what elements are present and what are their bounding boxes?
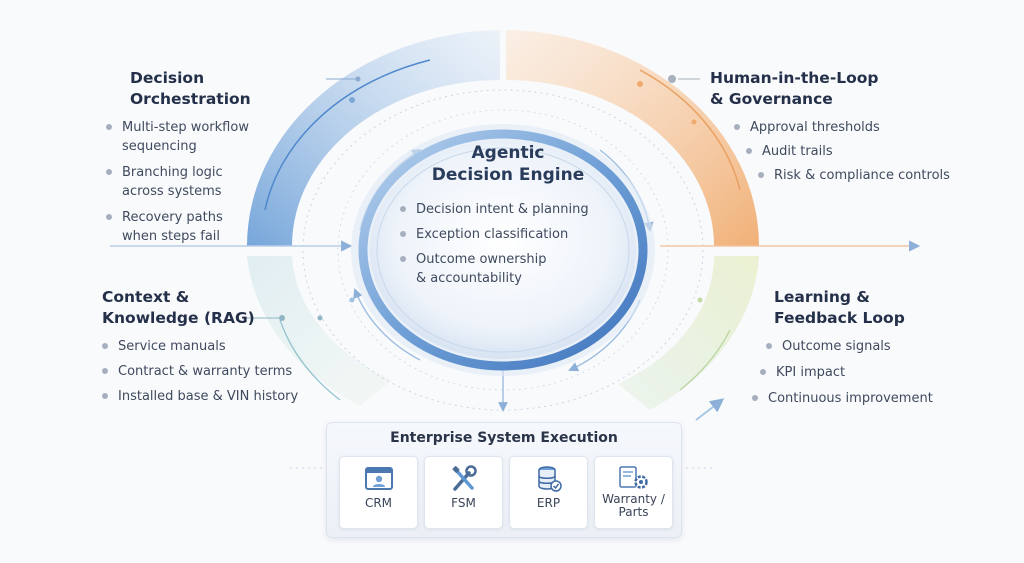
- bullet-dot-icon: [102, 343, 108, 349]
- list-item: Continuous improvement: [752, 389, 982, 408]
- list-item-text: Audit trails: [762, 144, 833, 159]
- list-item: Recovery paths when steps fail: [106, 208, 326, 246]
- list-item-text: Multi-step workflow sequencing: [122, 120, 249, 154]
- list-item-text: Recovery paths when steps fail: [122, 210, 223, 244]
- system-label: Warranty / Parts: [602, 492, 665, 519]
- list-item-text: Risk & compliance controls: [774, 168, 950, 183]
- engine-core: [370, 141, 636, 359]
- list-item: Decision intent & planning: [400, 200, 610, 219]
- list-item-text: Installed base & VIN history: [118, 389, 299, 404]
- bullet-dot-icon: [734, 124, 740, 130]
- decision-engine: Agentic Decision Engine Decision intent …: [400, 142, 610, 294]
- tools-icon: [452, 465, 477, 491]
- parts-gear-icon: [619, 466, 648, 489]
- list-item: Contract & warranty terms: [102, 362, 302, 381]
- list-item-text: Exception classification: [416, 227, 569, 242]
- engine-title: Agentic Decision Engine: [431, 143, 585, 185]
- system-label: ERP: [536, 496, 561, 510]
- list-item-text: Contract & warranty terms: [118, 364, 293, 379]
- bullet-dot-icon: [106, 169, 112, 175]
- bullet-dot-icon: [106, 214, 112, 220]
- panel-learning-feedback: Learning & Feedback Loop Outcome signals…: [752, 287, 982, 415]
- bullet-list: Service manuals Contract & warranty term…: [102, 337, 302, 406]
- system-label: FSM: [451, 496, 476, 510]
- list-item-text: Decision intent & planning: [416, 202, 589, 217]
- system-card-erp: ERP: [509, 456, 588, 529]
- bullet-list: Outcome signals KPI impact Continuous im…: [752, 337, 982, 408]
- bullet-dot-icon: [746, 148, 752, 154]
- list-item: Service manuals: [102, 337, 302, 356]
- bullet-dot-icon: [106, 124, 112, 130]
- panel-human-in-the-loop: Human-in-the-Loop & Governance Approval …: [710, 68, 970, 190]
- panel-title: Decision Orchestration: [130, 69, 251, 108]
- bullet-dot-icon: [758, 172, 764, 178]
- system-label: CRM: [364, 496, 393, 510]
- list-item-text: Approval thresholds: [750, 120, 880, 135]
- list-item-text: Outcome ownership & accountability: [416, 252, 547, 286]
- list-item-text: Service manuals: [118, 339, 226, 354]
- list-item: Approval thresholds: [734, 118, 970, 137]
- list-item-text: KPI impact: [776, 365, 846, 380]
- system-card-crm: CRM: [339, 456, 418, 529]
- panel-title: Context & Knowledge (RAG): [102, 288, 255, 327]
- crm-icon: [365, 467, 393, 490]
- system-cards: CRM FSM ERP: [339, 456, 673, 529]
- enterprise-title: Enterprise System Execution: [390, 430, 618, 446]
- arc-segment-orchestration: [247, 30, 500, 246]
- list-item: Risk & compliance controls: [758, 166, 970, 185]
- list-item: Outcome signals: [766, 337, 982, 356]
- list-item-text: Continuous improvement: [768, 391, 933, 406]
- bullet-dot-icon: [400, 231, 406, 237]
- list-item: Exception classification: [400, 225, 610, 244]
- arc-segment-governance: [506, 30, 759, 246]
- bullet-list: Approval thresholds Audit trails Risk & …: [734, 118, 970, 185]
- list-item: Branching logic across systems: [106, 163, 326, 201]
- bullet-dot-icon: [752, 395, 758, 401]
- bullet-dot-icon: [400, 256, 406, 262]
- list-item: Audit trails: [746, 142, 970, 161]
- bullet-dot-icon: [400, 206, 406, 212]
- list-item: KPI impact: [760, 363, 982, 382]
- panel-decision-orchestration: Decision Orchestration Multi-step workfl…: [106, 68, 326, 253]
- list-item-text: Outcome signals: [782, 339, 891, 354]
- system-card-fsm: FSM: [424, 456, 503, 529]
- panel-context-knowledge: Context & Knowledge (RAG) Service manual…: [102, 287, 302, 412]
- bullet-dot-icon: [766, 343, 772, 349]
- bullet-dot-icon: [760, 369, 766, 375]
- database-icon: [538, 466, 562, 492]
- arc-segment-learning: [618, 256, 759, 410]
- list-item: Multi-step workflow sequencing: [106, 118, 326, 156]
- enterprise-execution-box: Enterprise System Execution CRM FSM: [326, 422, 682, 538]
- panel-title: Learning & Feedback Loop: [774, 288, 905, 327]
- bullet-dot-icon: [102, 368, 108, 374]
- engine-ring: [358, 129, 648, 371]
- arc-segment-context: [247, 256, 392, 406]
- engine-bullet-list: Decision intent & planning Exception cla…: [400, 200, 610, 288]
- list-item: Outcome ownership & accountability: [400, 250, 610, 288]
- system-card-warranty-parts: Warranty / Parts: [594, 456, 673, 529]
- list-item-text: Branching logic across systems: [122, 165, 223, 199]
- list-item: Installed base & VIN history: [102, 387, 302, 406]
- panel-title: Human-in-the-Loop & Governance: [710, 69, 879, 108]
- bullet-dot-icon: [102, 393, 108, 399]
- bullet-list: Multi-step workflow sequencing Branching…: [106, 118, 326, 246]
